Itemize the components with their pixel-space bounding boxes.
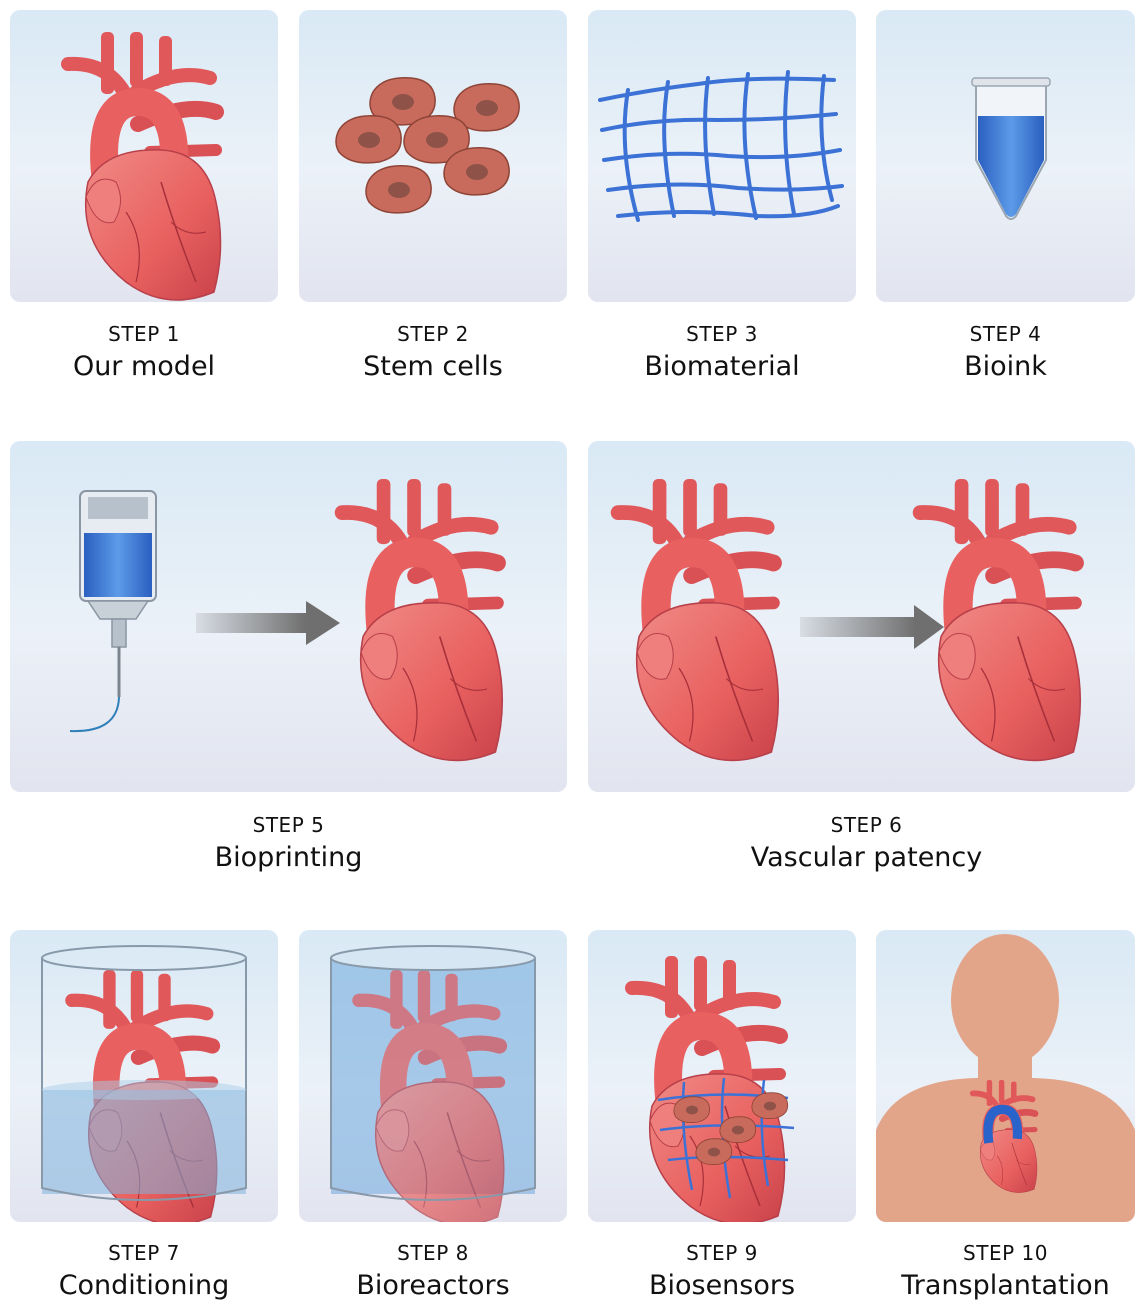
caption-step-5: STEP 5 Bioprinting: [10, 813, 567, 875]
arrow-icon: [196, 601, 340, 645]
step-number: STEP 2: [299, 322, 567, 346]
step-number: STEP 1: [10, 322, 278, 346]
step-title: Transplantation: [876, 1269, 1135, 1303]
panel-step-9: [588, 930, 856, 1222]
conditioning-illustration: [10, 930, 278, 1222]
caption-step-3: STEP 3 Biomaterial: [588, 322, 856, 384]
caption-step-4: STEP 4 Bioink: [876, 322, 1135, 384]
panel-step-5: [10, 441, 567, 792]
panel-step-1: [10, 10, 278, 302]
step-number: STEP 7: [10, 1241, 278, 1265]
step-number: STEP 8: [299, 1241, 567, 1265]
step-number: STEP 9: [588, 1241, 856, 1265]
panel-step-8: [299, 930, 567, 1222]
heart-icon: [10, 10, 278, 302]
panel-step-4: [876, 10, 1135, 302]
panel-step-7: [10, 930, 278, 1222]
step-title: Conditioning: [10, 1269, 278, 1303]
step-title: Bioprinting: [10, 841, 567, 875]
biosensors-illustration: [588, 930, 856, 1222]
bioreactor-illustration: [299, 930, 567, 1222]
caption-step-10: STEP 10 Transplantation: [876, 1241, 1135, 1303]
panel-step-6: [588, 441, 1135, 792]
step-number: STEP 3: [588, 322, 856, 346]
bioink-tube-icon: [876, 10, 1135, 302]
stem-cells-icon: [299, 10, 567, 302]
transplantation-illustration: [876, 930, 1135, 1222]
caption-step-9: STEP 9 Biosensors: [588, 1241, 856, 1303]
bioprinting-illustration: [10, 441, 567, 792]
arrow-icon: [800, 605, 944, 649]
step-title: Vascular patency: [588, 841, 1135, 875]
caption-step-8: STEP 8 Bioreactors: [299, 1241, 567, 1303]
step-title: Bioink: [876, 350, 1135, 384]
caption-step-1: STEP 1 Our model: [10, 322, 278, 384]
step-number: STEP 6: [588, 813, 1135, 837]
step-number: STEP 4: [876, 322, 1135, 346]
caption-step-6: STEP 6 Vascular patency: [588, 813, 1135, 875]
step-title: Biosensors: [588, 1269, 856, 1303]
caption-step-2: STEP 2 Stem cells: [299, 322, 567, 384]
step-number: STEP 10: [876, 1241, 1135, 1265]
step-title: Bioreactors: [299, 1269, 567, 1303]
panel-step-10: [876, 930, 1135, 1222]
syringe-icon: [70, 491, 156, 731]
step-title: Stem cells: [299, 350, 567, 384]
step-title: Biomaterial: [588, 350, 856, 384]
scaffold-mesh-icon: [588, 10, 856, 302]
step-number: STEP 5: [10, 813, 567, 837]
vascular-patency-illustration: [588, 441, 1135, 792]
panel-step-3: [588, 10, 856, 302]
panel-step-2: [299, 10, 567, 302]
caption-step-7: STEP 7 Conditioning: [10, 1241, 278, 1303]
step-title: Our model: [10, 350, 278, 384]
